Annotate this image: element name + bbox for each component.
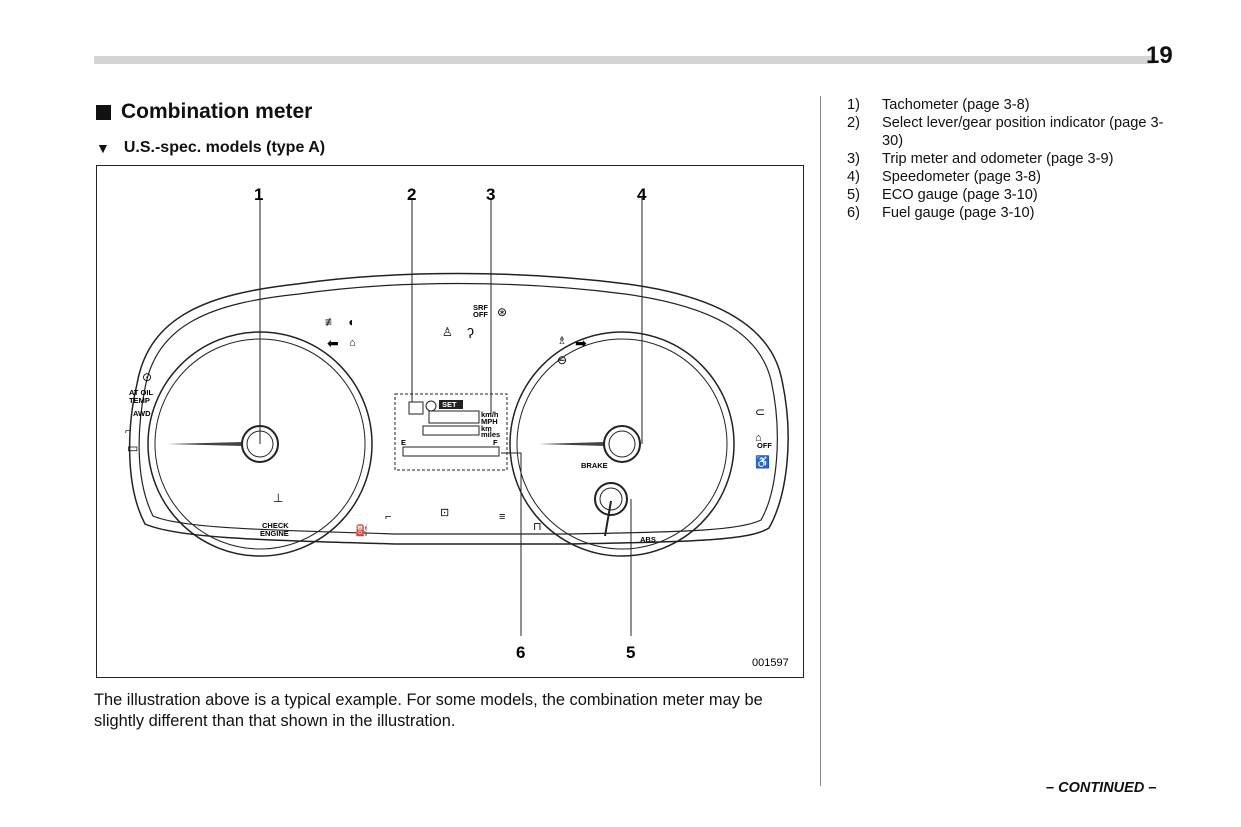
fuel-pump-icon: ⛽ xyxy=(355,524,369,537)
legend-num: 1) xyxy=(847,97,860,113)
legend-num: 5) xyxy=(847,187,860,203)
legend-item: 1) Tachometer (page 3-8) xyxy=(847,96,1177,114)
legend-item: 4) Speedometer (page 3-8) xyxy=(847,168,1177,186)
subsection-title: ▼ U.S.-spec. models (type A) xyxy=(96,139,325,157)
eco-gauge-needle xyxy=(604,500,612,537)
kmh-label: km/h xyxy=(481,410,499,419)
eco-gauge-inner xyxy=(599,487,623,511)
legend-text: Fuel gauge (page 3-10) xyxy=(882,205,1035,221)
km-label: km xyxy=(481,424,492,433)
figure-id: 001597 xyxy=(752,657,789,669)
srf-off-icon: ⊛ xyxy=(497,305,507,319)
page-number: 19 xyxy=(1146,42,1173,69)
trip-digits xyxy=(428,410,480,424)
vdc-off-icon: ⌂ xyxy=(755,432,762,444)
power-steering-icon: ⊖ xyxy=(557,353,567,367)
triangle-down-icon: ▼ xyxy=(96,140,110,156)
speedometer-bezel xyxy=(509,331,735,557)
legend-item: 6) Fuel gauge (page 3-10) xyxy=(847,204,1177,222)
legend-text: Speedometer (page 3-8) xyxy=(882,169,1042,185)
callout-6-line xyxy=(501,452,522,636)
turn-left-icon: ⬅ xyxy=(327,335,339,351)
legend-item: 2) Select lever/gear position indicator (… xyxy=(847,114,1177,150)
legend-list: 1) Tachometer (page 3-8) 2) Select lever/g… xyxy=(847,96,1177,222)
seat-icon: ♗ xyxy=(557,335,567,347)
high-beam-icon: ◖ xyxy=(347,315,354,329)
odometer-digits xyxy=(422,425,480,436)
battery-icon: ▭ xyxy=(127,441,138,455)
legend-text: Select lever/gear position indicator (pa… xyxy=(882,115,1164,149)
coolant-temp-icon: ⊥ xyxy=(273,491,283,505)
srf-off-label-1: SRF xyxy=(473,303,488,312)
combination-meter-illustration: SET km/h MPH km miles E F AT OIL TEMP AW… xyxy=(125,185,789,669)
callout-2: 2 xyxy=(407,185,416,204)
figure-caption: The illustration above is a typical exam… xyxy=(94,691,763,730)
at-oil-temp-label-2: TEMP xyxy=(129,396,150,405)
cluster-outline-outer xyxy=(128,272,789,545)
callout-1: 1 xyxy=(254,185,263,204)
continued-label: – CONTINUED – xyxy=(1046,780,1157,796)
check-engine-label-1: CHECK xyxy=(262,521,289,530)
fog-light-icon: ≢ xyxy=(325,315,337,329)
security-icon: ⊓ xyxy=(533,521,542,533)
eyesight-off-icon: ⊡ xyxy=(440,507,449,519)
miles-label: miles xyxy=(481,430,500,439)
callout-3: 3 xyxy=(486,185,495,204)
section-title: Combination meter xyxy=(96,100,312,124)
legend-text: Trip meter and odometer (page 3-9) xyxy=(882,151,1114,167)
legend-num: 2) xyxy=(847,115,860,131)
center-display xyxy=(394,393,508,471)
oil-pressure-icon: ⌐ xyxy=(385,511,391,523)
set-label: SET xyxy=(442,400,457,409)
set-badge xyxy=(439,400,463,409)
gear-indicator-icon xyxy=(408,401,424,415)
fuel-full-label: F xyxy=(493,438,498,447)
brake-label: BRAKE xyxy=(581,461,608,470)
awd-label: AWD xyxy=(133,409,151,418)
airbag-icon: ♿ xyxy=(755,455,770,469)
speedometer-hub-inner xyxy=(608,430,636,458)
legend-num: 6) xyxy=(847,205,860,221)
legend-text: Tachometer (page 3-8) xyxy=(882,97,1030,113)
header-rule xyxy=(94,56,1154,64)
cruise-icon: ≡ xyxy=(499,511,505,523)
callout-5: 5 xyxy=(626,643,635,662)
abs-label: ABS xyxy=(640,535,656,544)
oil-can-icon: ⌐ xyxy=(125,426,131,437)
legend-num: 4) xyxy=(847,169,860,185)
check-engine-label-2: ENGINE xyxy=(260,529,289,538)
turn-right-arrow-icon: ➡ xyxy=(575,335,587,351)
legend-text: ECO gauge (page 3-10) xyxy=(882,187,1038,203)
combination-meter-figure: SET km/h MPH km miles E F AT OIL TEMP AW… xyxy=(96,165,804,678)
callout-6: 6 xyxy=(516,643,525,662)
srf-off-label-2: OFF xyxy=(473,310,488,319)
fuel-gauge-bar xyxy=(402,446,500,457)
vdc-off-label: OFF xyxy=(757,441,772,450)
fuel-empty-label: E xyxy=(401,438,406,447)
at-oil-temp-label-1: AT OIL xyxy=(129,388,153,397)
legend-num: 3) xyxy=(847,151,860,167)
section-square-icon xyxy=(96,104,111,120)
callout-4: 4 xyxy=(637,185,647,204)
seatbelt-icon: ʔ xyxy=(467,325,474,341)
column-divider xyxy=(820,96,821,786)
section-title-text: Combination meter xyxy=(121,100,313,123)
tire-pressure-icon: ⊙ xyxy=(142,370,152,384)
speedometer-needle xyxy=(539,442,605,446)
airbag-occupant-icon: ♙ xyxy=(442,325,453,339)
tachometer-needle xyxy=(167,442,243,446)
legend-item: 3) Trip meter and odometer (page 3-9) xyxy=(847,150,1177,168)
mph-label: MPH xyxy=(481,417,498,426)
vehicle-dynamics-icon: ⌂ xyxy=(349,337,356,349)
speedometer-face xyxy=(516,338,728,550)
subsection-title-text: U.S.-spec. models (type A) xyxy=(123,139,326,156)
legend-item: 5) ECO gauge (page 3-10) xyxy=(847,186,1177,204)
cruise-set-icon xyxy=(425,400,437,412)
vehicle-ahead-icon: ⊂ xyxy=(755,405,765,419)
